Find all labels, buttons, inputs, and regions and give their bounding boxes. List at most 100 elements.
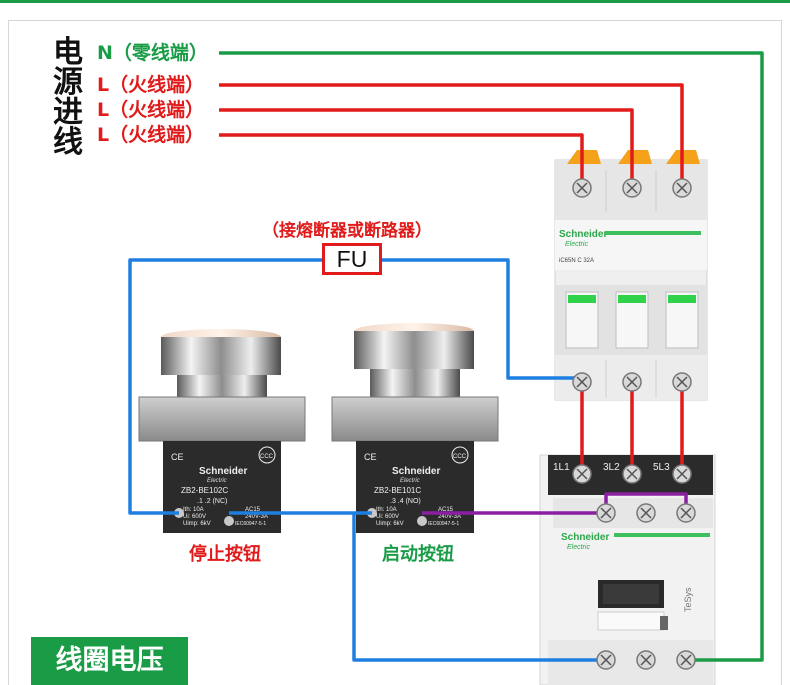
breaker-output-terminal — [672, 372, 692, 392]
contactor: 1L1 3L2 5L3 Schneider Electric TeSys — [539, 454, 716, 685]
live-wire-1 — [219, 83, 684, 185]
control-wire-fuse-to-breaker — [382, 258, 582, 380]
contactor-series: TeSys — [683, 587, 693, 612]
title-char-4: 线 — [53, 125, 83, 160]
contactor-window-inner — [603, 584, 659, 604]
start-button-brand: Schneider — [392, 466, 440, 477]
contactor-brand: Schneider — [561, 532, 609, 543]
start-button-ccc-text: CCC — [453, 454, 467, 460]
stop-button-chrome-neck — [177, 375, 267, 397]
title-char-2: 源 — [53, 65, 83, 100]
start-button-ccc-mark — [451, 446, 469, 464]
stop-button-flange — [138, 396, 306, 442]
coil-voltage-label: 线圈电压 — [31, 637, 188, 685]
contactor-main-terminal — [672, 464, 692, 484]
stop-button-standard: IEC60947-5-1 — [235, 521, 266, 527]
breaker-input-terminal — [672, 178, 692, 198]
contactor-terminal-1L1: 1L1 — [553, 462, 570, 473]
stop-button-ac-rating: 240V-3A — [245, 514, 268, 520]
contactor-main-terminal — [572, 464, 592, 484]
start-button-standard: IEC60947-5-1 — [428, 521, 459, 527]
diagram-frame — [8, 20, 782, 685]
control-wire-fuse-to-stop — [128, 258, 322, 515]
stop-button-chrome-cap — [161, 337, 281, 375]
contactor-aux-terminal — [596, 503, 616, 523]
contactor-test-button — [660, 616, 668, 630]
contactor-aux-terminal — [636, 503, 656, 523]
live-wire-3 — [219, 133, 584, 185]
stop-button-ce: CE — [171, 452, 184, 462]
live-line-label-1: L（火线端） — [97, 74, 205, 96]
start-button-chrome-cap — [354, 331, 474, 369]
stop-button-model: ZB2-BE102C — [181, 486, 228, 495]
stop-button-contacts: .1 .2 (NC) — [197, 498, 227, 505]
contactor-brand-sub: Electric — [567, 544, 590, 551]
stop-button-ac15: AC15 — [245, 507, 261, 513]
start-button-rating-ith: Ith: 10A — [376, 507, 397, 513]
stop-button-terminal-2 — [224, 516, 234, 526]
start-button-flange — [331, 396, 499, 442]
contactor-terminal-5L3: 5L3 — [653, 462, 670, 473]
wire-layer — [128, 51, 764, 662]
stop-button-ccc-text: CCC — [260, 454, 274, 460]
contactor-terminal-3L2: 3L2 — [603, 462, 620, 473]
breaker-clip-1 — [567, 150, 601, 164]
contactor-aux-terminal — [676, 503, 696, 523]
start-button-rating-ui: Ui: 600V — [376, 514, 399, 520]
stop-button-caption: 停止按钮 — [189, 544, 261, 565]
stop-button-contact-block — [163, 441, 281, 533]
breaker-output-terminal — [622, 372, 642, 392]
breaker-toggle-handle — [665, 291, 699, 349]
fuse-label: FU — [322, 243, 382, 275]
start-button-contact-block — [356, 441, 474, 533]
breaker-output-terminal — [572, 372, 592, 392]
start-button-rating-uimp: Uimp: 6kV — [376, 521, 404, 527]
top-accent-line — [0, 0, 790, 3]
breaker-brand-stripe — [605, 231, 701, 235]
breaker-brand-sub: Electric — [565, 241, 588, 248]
start-button-caption: 启动按钮 — [382, 544, 454, 565]
start-button-model: ZB2-BE101C — [374, 486, 421, 495]
stop-button-ccc-mark — [258, 446, 276, 464]
breaker-input-terminal — [572, 178, 592, 198]
neutral-line-label: N（零线端） — [97, 42, 208, 64]
live-line-label-3: L（火线端） — [97, 124, 205, 146]
contactor-coil-terminal — [676, 650, 696, 670]
start-button-ac15: AC15 — [438, 507, 454, 513]
title-char-1: 电 — [53, 35, 83, 70]
start-button-contacts: .3 .4 (NO) — [390, 498, 421, 505]
start-button: CE CCC Schneider Electric ZB2-BE101C .3 … — [331, 323, 499, 533]
contactor-coil-terminal — [596, 650, 616, 670]
start-button-ce: CE — [364, 452, 377, 462]
title-char-3: 进 — [53, 95, 83, 130]
contactor-brand-stripe — [614, 533, 710, 537]
breaker-input-terminal — [622, 178, 642, 198]
control-wire-start-to-coil — [352, 513, 606, 662]
breaker-clip-2 — [618, 150, 652, 164]
stop-button: CE CCC Schneider Electric ZB2-BE102C .1 … — [138, 329, 306, 533]
stop-button-rating-uimp: Uimp: 6kV — [183, 521, 211, 527]
stop-button-rating-ith: Ith: 10A — [183, 507, 204, 513]
terminal-screw-layer — [565, 178, 699, 670]
breaker-model: iC65N C 32A — [559, 258, 594, 264]
contactor-label-slot — [597, 611, 665, 631]
fuse-note: （接熔断器或断路器） — [262, 221, 432, 241]
stop-button-brand-sub: Electric — [207, 478, 227, 484]
contactor-main-terminal — [622, 464, 642, 484]
live-line-label-2: L（火线端） — [97, 99, 205, 121]
breaker-brand: Schneider — [559, 229, 607, 240]
start-button-terminal-4 — [417, 516, 427, 526]
live-wire-2 — [219, 108, 634, 185]
breaker-toggle-handle — [565, 291, 599, 349]
neutral-wire — [219, 51, 764, 662]
breaker-toggle-handle — [615, 291, 649, 349]
start-button-chrome-neck — [370, 369, 460, 397]
start-button-brand-sub: Electric — [400, 478, 420, 484]
breaker-label-band — [555, 220, 707, 270]
stop-button-rating-ui: Ui: 600V — [183, 514, 206, 520]
contactor-coil-terminal — [636, 650, 656, 670]
stop-button-brand: Schneider — [199, 466, 247, 477]
start-button-ac-rating: 240V-3A — [438, 514, 461, 520]
